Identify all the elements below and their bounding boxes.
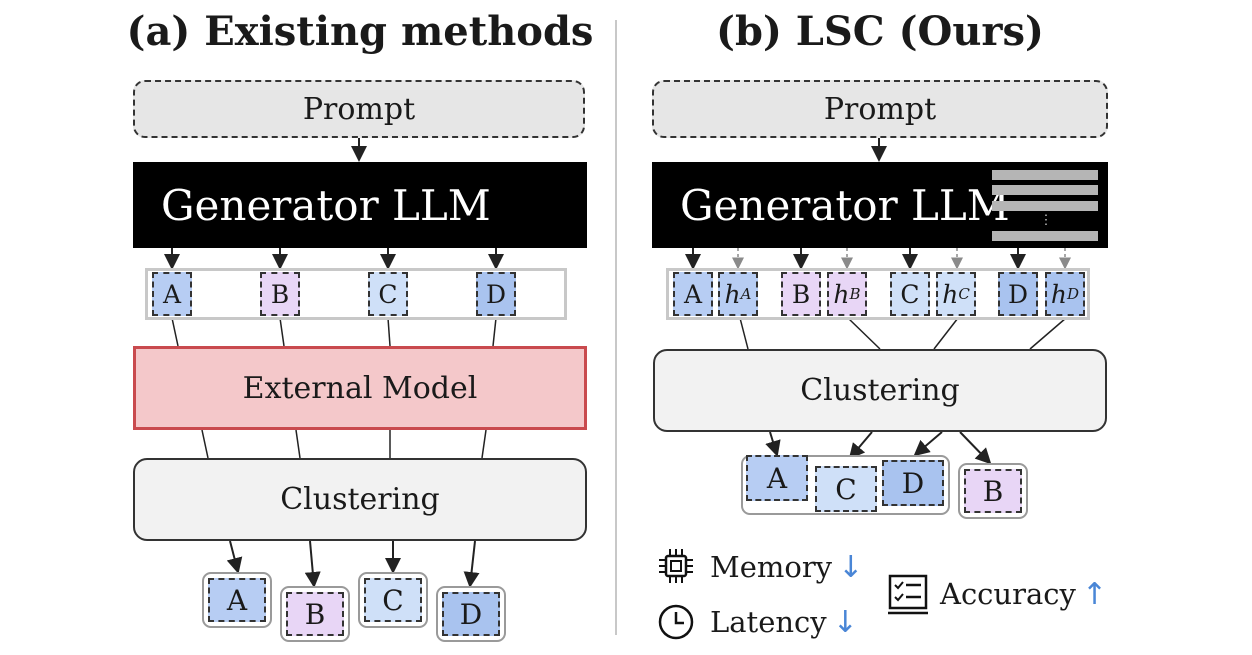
cluster-output-b: B [964, 469, 1022, 513]
accuracy-label: Accuracy [940, 577, 1076, 611]
right-generator-label: Generator LLM [680, 180, 1010, 230]
left-token-b: B [260, 272, 300, 316]
accuracy-legend: Accuracy ↑ [940, 573, 1107, 615]
left-token-c: C [368, 272, 408, 316]
left-output-c: C [364, 578, 422, 622]
right-token-d: D [998, 272, 1038, 316]
right-prompt-box: Prompt [652, 80, 1108, 138]
latency-label: Latency [710, 605, 827, 639]
memory-label: Memory [710, 550, 833, 584]
cluster-output-a: A [746, 455, 808, 501]
layer-ellipsis: ⋮ [1039, 213, 1053, 228]
layer-bar [992, 185, 1098, 195]
left-clustering-box: Clustering [133, 458, 587, 541]
layer-bar [992, 201, 1098, 211]
cluster-output-d: D [882, 460, 944, 506]
memory-legend: Memory ↓ [710, 546, 863, 588]
clock-icon [656, 602, 696, 642]
layer-bar [992, 231, 1098, 241]
left-generator-llm: Generator LLM [133, 162, 587, 248]
left-prompt-box: Prompt [133, 80, 585, 138]
left-token-a: A [152, 272, 192, 316]
checklist-icon [886, 572, 930, 616]
left-output-a: A [208, 578, 266, 622]
right-token-c: C [890, 272, 930, 316]
memory-down-arrow: ↓ [838, 549, 864, 585]
left-panel-title: (a) Existing methods [126, 8, 594, 55]
chip-icon [656, 546, 696, 586]
right-panel-title: (b) LSC (Ours) [716, 8, 1044, 55]
cluster-output-c: C [815, 466, 877, 512]
right-token-a: A [673, 272, 713, 316]
left-output-d: D [442, 592, 500, 636]
accuracy-up-arrow: ↑ [1081, 576, 1108, 612]
latency-down-arrow: ↓ [832, 604, 858, 640]
layer-bar [992, 170, 1098, 180]
right-clustering-box: Clustering [653, 349, 1107, 432]
left-token-d: D [476, 272, 516, 316]
left-output-b: B [286, 592, 344, 636]
external-model-box: External Model [133, 346, 587, 430]
right-token-b: B [781, 272, 821, 316]
latency-legend: Latency ↓ [710, 601, 858, 643]
